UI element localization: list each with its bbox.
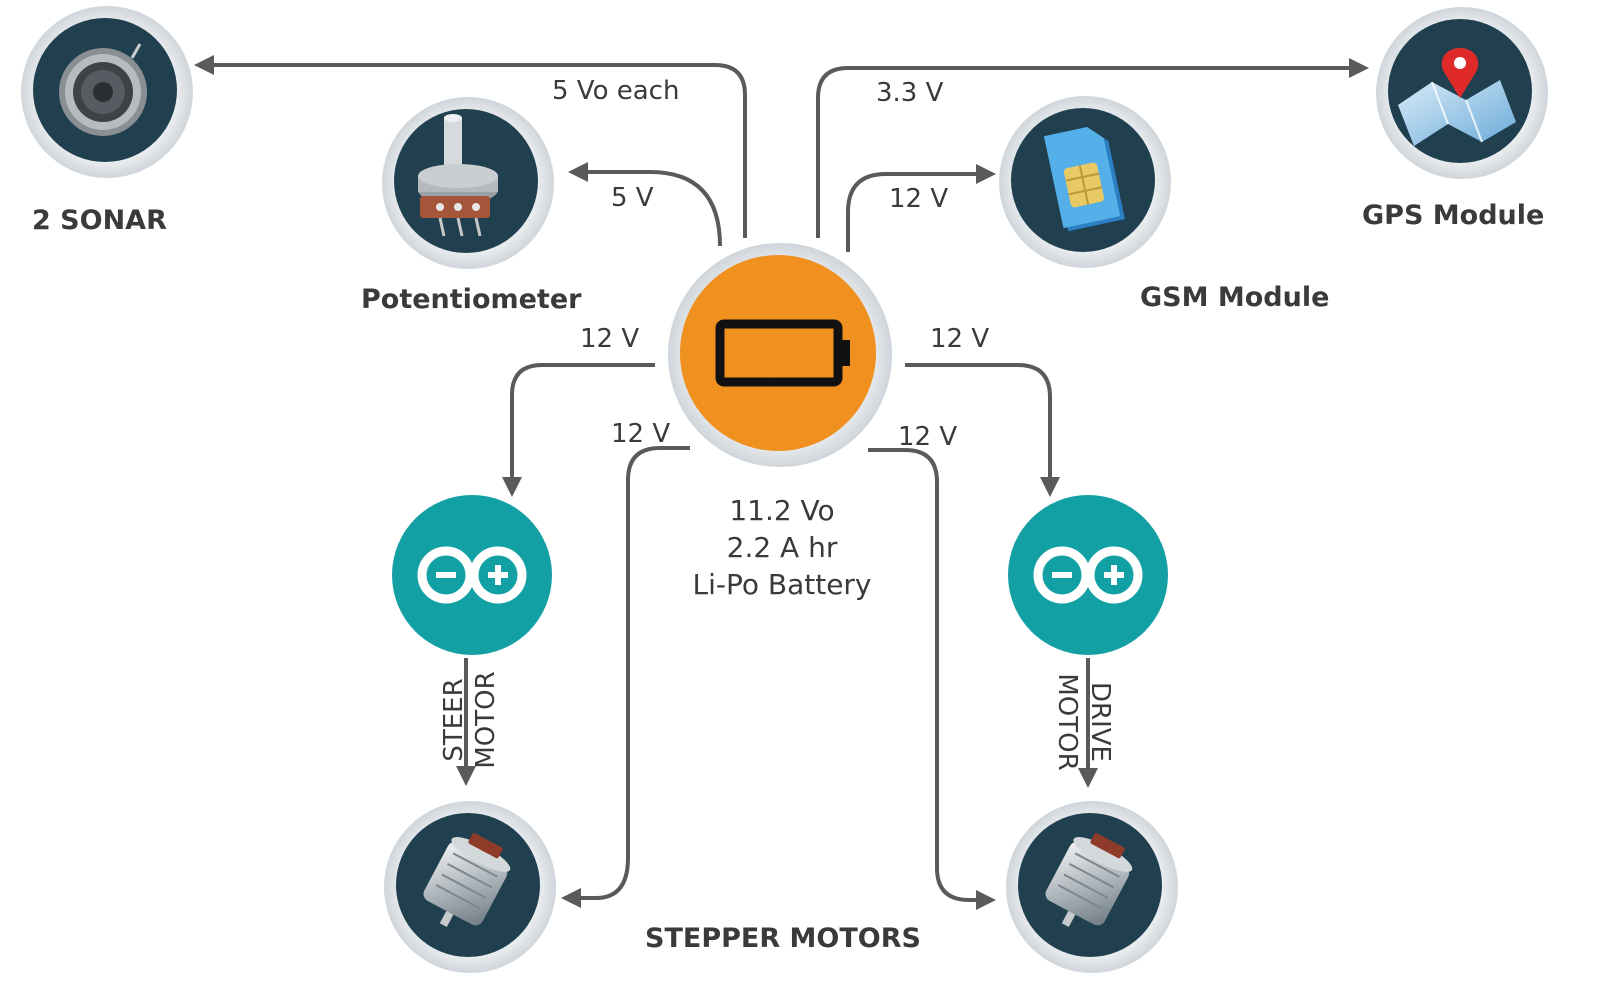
arrow-to-arduino-left	[502, 363, 655, 497]
battery-charging-icon	[715, 319, 850, 387]
connectors	[194, 55, 1369, 910]
sonar-label: 2 SONAR	[32, 205, 167, 236]
arrow-to-stepper-left	[561, 446, 690, 908]
arduino-logo-icon	[417, 546, 527, 604]
drive-label-line1: DRIVE	[1085, 682, 1115, 762]
gps-node	[1376, 7, 1548, 179]
dc-motor-icon	[423, 833, 511, 927]
potentiometer-node	[382, 97, 554, 269]
arrow-to-sonar	[194, 55, 747, 238]
potentiometer-label: Potentiometer	[361, 284, 582, 315]
arduino-right-node	[1008, 495, 1168, 655]
gsm-node	[999, 96, 1171, 268]
arduino-left-node	[392, 495, 552, 655]
dc-motor-icon	[1045, 833, 1133, 927]
arrow-to-arduino-right	[905, 363, 1060, 497]
gps-voltage-label: 3.3 V	[876, 78, 944, 108]
steer-label-line2: MOTOR	[471, 671, 501, 768]
sim-card-icon	[1043, 127, 1125, 232]
pot-voltage-label: 5 V	[611, 183, 654, 213]
arduino-left-voltage-label: 12 V	[580, 324, 639, 354]
sonar-node	[21, 6, 193, 178]
map-pin-icon	[1398, 48, 1516, 146]
battery-label-line1: 11.2 Vo	[729, 494, 834, 527]
stepper-left-voltage-label: 12 V	[611, 419, 670, 449]
ultrasonic-sensor-icon	[59, 43, 147, 136]
gsm-label: GSM Module	[1140, 282, 1329, 313]
potentiometer-icon	[418, 114, 498, 237]
arrow-to-gsm	[846, 164, 996, 252]
stepper-motors-label: STEPPER MOTORS	[645, 923, 921, 954]
gsm-voltage-label: 12 V	[889, 184, 948, 214]
motor-left-node	[384, 801, 556, 973]
battery-label-line2: 2.2 A hr	[727, 531, 838, 564]
voltage-labels: 5 Vo each 5 V 3.3 V 12 V 12 V 12 V 12 V …	[439, 76, 1115, 771]
arrow-to-gps	[816, 58, 1369, 238]
battery-node	[668, 243, 892, 467]
sonar-voltage-label: 5 Vo each	[552, 76, 679, 106]
arrow-to-potentiometer	[568, 162, 722, 247]
arduino-right-voltage-label: 12 V	[930, 324, 989, 354]
stepper-right-voltage-label: 12 V	[898, 422, 957, 452]
drive-label-line2: MOTOR	[1052, 673, 1082, 770]
gps-label: GPS Module	[1362, 200, 1544, 231]
arrow-to-stepper-right	[868, 448, 996, 910]
motor-right-node	[1006, 801, 1178, 973]
steer-label-line1: STEER	[439, 678, 469, 761]
arduino-logo-icon	[1033, 546, 1143, 604]
battery-label-line3: Li-Po Battery	[692, 568, 871, 601]
